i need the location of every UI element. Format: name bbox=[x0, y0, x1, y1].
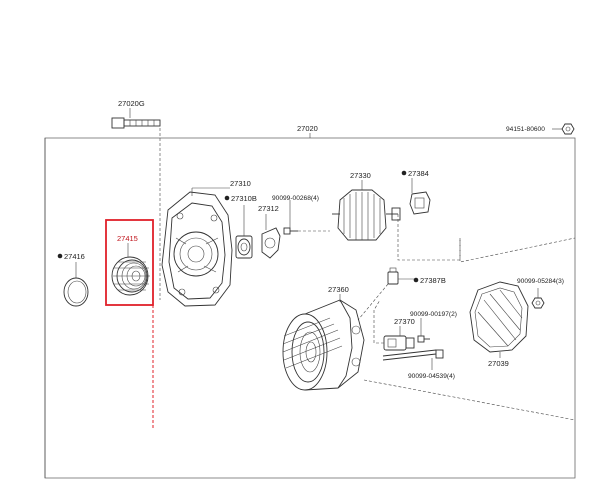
rear-cover-27039[interactable] bbox=[469, 281, 529, 358]
retainer-27312[interactable] bbox=[261, 214, 281, 259]
label-27387b-group[interactable]: 27387B bbox=[413, 276, 446, 285]
screw-90099-00268[interactable] bbox=[283, 200, 298, 235]
label-27384-group[interactable]: 27384 bbox=[401, 169, 429, 178]
bullet-dot bbox=[57, 253, 63, 259]
bolt-dash-line-right bbox=[363, 379, 576, 421]
terminal-27387b[interactable] bbox=[387, 267, 418, 285]
pulley-27415[interactable] bbox=[111, 243, 150, 296]
rotor-27330[interactable] bbox=[332, 180, 401, 241]
label-27415[interactable]: 27415 bbox=[117, 234, 138, 243]
label-94151-80600[interactable]: 94151-80600 bbox=[506, 126, 545, 133]
regulator-dash-line bbox=[373, 299, 384, 344]
screw-90099-00197[interactable] bbox=[417, 318, 430, 343]
cover-27384[interactable] bbox=[409, 178, 431, 215]
regulator-27370[interactable] bbox=[383, 326, 415, 351]
label-27310b-group[interactable]: 27310B bbox=[224, 194, 257, 203]
bearing-27310b[interactable] bbox=[235, 205, 253, 259]
bullet-dot bbox=[413, 277, 419, 283]
cap-27416[interactable] bbox=[63, 262, 89, 307]
pulley-highlight-box bbox=[105, 219, 154, 306]
label-27330[interactable]: 27330 bbox=[350, 171, 371, 180]
label-27360[interactable]: 27360 bbox=[328, 285, 349, 294]
label-27312[interactable]: 27312 bbox=[258, 204, 279, 213]
label-27020[interactable]: 27020 bbox=[297, 124, 318, 133]
label-27416-group[interactable]: 27416 bbox=[57, 252, 85, 261]
label-27387b[interactable]: 27387B bbox=[420, 276, 446, 285]
nut-90099-05284[interactable] bbox=[531, 288, 545, 309]
label-27416[interactable]: 27416 bbox=[64, 252, 85, 261]
label-90099-04539[interactable]: 90099-04539(4) bbox=[408, 373, 455, 380]
bullet-dot bbox=[224, 195, 230, 201]
label-27310b[interactable]: 27310B bbox=[231, 194, 257, 203]
label-27384[interactable]: 27384 bbox=[408, 169, 429, 178]
label-27370[interactable]: 27370 bbox=[394, 317, 415, 326]
bolt-90099-04539[interactable] bbox=[382, 349, 444, 370]
label-27020g[interactable]: 27020G bbox=[118, 99, 145, 108]
bullet-dot bbox=[401, 170, 407, 176]
cover-dash-line bbox=[459, 237, 576, 263]
stator-frame-27360[interactable] bbox=[282, 294, 365, 391]
rotor-dash-line bbox=[397, 214, 461, 261]
label-27039[interactable]: 27039 bbox=[488, 359, 509, 368]
label-90099-05284[interactable]: 90099-05284(3) bbox=[517, 278, 564, 285]
bolt-27020g[interactable] bbox=[111, 108, 161, 129]
assembly-frame bbox=[44, 137, 576, 479]
terminal-dash-line bbox=[357, 283, 389, 321]
label-27310[interactable]: 27310 bbox=[230, 179, 251, 188]
label-90099-00197[interactable]: 90099-00197(2) bbox=[410, 311, 457, 318]
nut-94151-80600[interactable] bbox=[552, 123, 575, 135]
label-90099-00268[interactable]: 90099-00268(4) bbox=[272, 195, 319, 202]
drive-frame-27310[interactable] bbox=[161, 187, 233, 307]
